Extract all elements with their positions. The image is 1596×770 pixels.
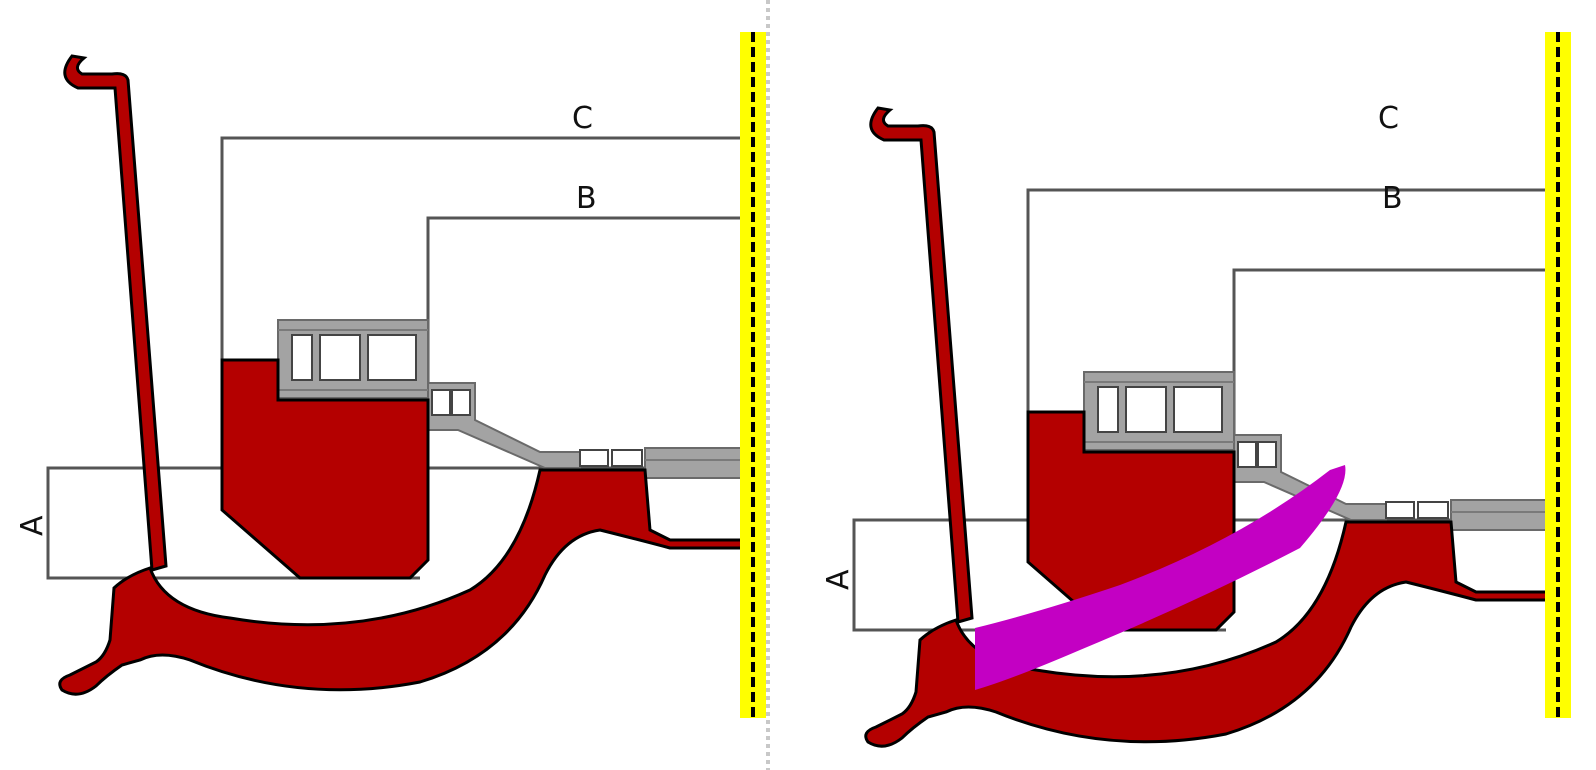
left-panel: C B A — [15, 32, 766, 718]
left-wheel-section — [46, 54, 757, 696]
right-panel: C B A — [821, 32, 1571, 748]
right-label-a: A — [821, 569, 856, 590]
left-centerline-band — [740, 32, 766, 718]
right-centerline-band — [1545, 32, 1571, 718]
right-label-c: C — [1378, 101, 1399, 136]
left-label-c: C — [572, 101, 593, 136]
left-label-a: A — [15, 515, 50, 536]
highlighted-dish-region — [975, 465, 1346, 690]
left-label-b: B — [576, 181, 597, 216]
right-wheel-section — [852, 106, 1563, 748]
right-label-b: B — [1382, 181, 1403, 216]
